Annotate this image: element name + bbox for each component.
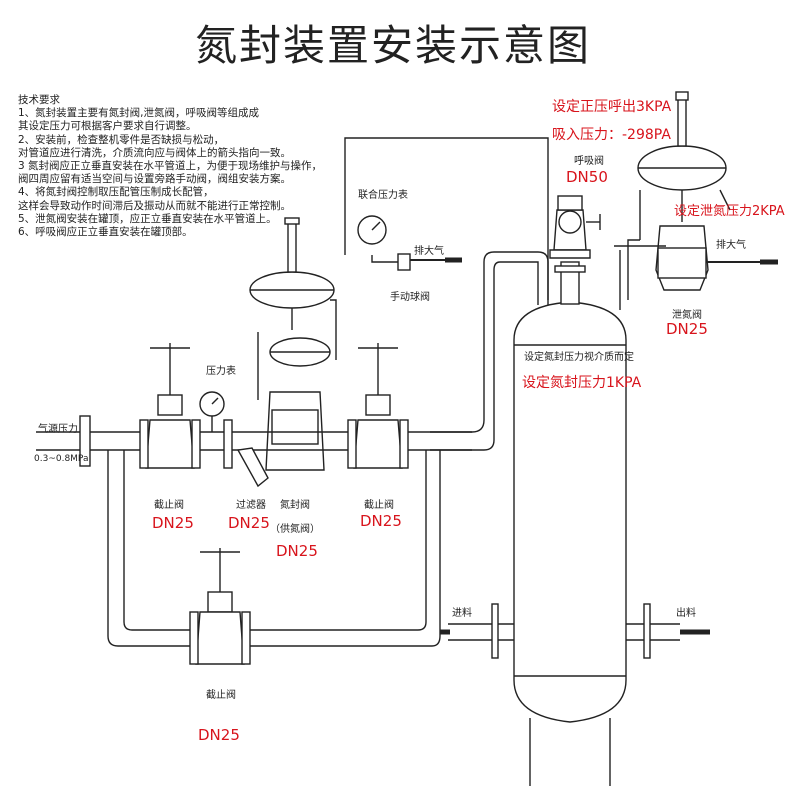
requirement-line: 阀四周应留有适当空间与设置旁路手动阀，阀组安装方案。 xyxy=(18,173,291,186)
vent-left-label: 排大气 xyxy=(414,246,444,257)
bypass-valve-label: 截止阀 xyxy=(206,690,236,701)
requirement-line: 1、氮封装置主要有氮封阀,泄氮阀，呼吸阀等组成成 xyxy=(18,107,260,120)
right-globe-label: 截止阀 xyxy=(364,500,394,511)
right-globe-valve xyxy=(347,343,409,469)
requirement-line: 2、安装前，检查整机零件是否缺损与松动， xyxy=(18,133,225,146)
relief-valve-assembly xyxy=(614,91,778,310)
requirement-line: 4、将氮封阀控制取压配管压制成长配管， xyxy=(18,186,214,199)
requirement-line: 其设定压力可根据客户要求自行调整。 xyxy=(18,120,197,133)
requirement-line: 3 氮封阀应正立垂直安装在水平管道上，为便于现场维护与操作， xyxy=(18,160,323,173)
gauge-top-label: 联合压力表 xyxy=(358,190,408,201)
relief-setting-label: 设定泄氮压力2KPA xyxy=(674,204,785,219)
diagram-title: 氮封装置安装示意图 xyxy=(194,21,591,70)
requirement-line: 5、泄氮阀安装在罐顶，应正立垂直安装在水平管道上。 xyxy=(18,212,277,225)
storage-tank xyxy=(513,301,627,786)
bypass-globe-valve xyxy=(189,548,251,665)
requirements-heading: 技术要求 xyxy=(18,94,60,106)
right-globe-dn: DN25 xyxy=(360,512,402,530)
breather-dn-label: DN50 xyxy=(566,168,608,186)
nitrogen-valve-label: 氮封阀 xyxy=(280,500,310,511)
bypass-dn: DN25 xyxy=(198,726,240,744)
technical-requirements: 技术要求 1、氮封装置主要有氮封阀,泄氮阀，呼吸阀等组成成 其设定压力可根据客户… xyxy=(18,94,322,239)
strainer xyxy=(199,391,269,488)
breather-valve-assembly xyxy=(549,195,601,305)
nitrogen-valve-sub: （供氮阀） xyxy=(270,524,320,535)
tank-top-pipe xyxy=(430,251,549,451)
outlet-label: 出料 xyxy=(676,608,696,619)
breather-pressure-label: 设定正压呼出3KPA xyxy=(552,99,672,115)
tank-setting-label: 设定氮封压力1KPA xyxy=(522,375,642,391)
gas-source-label: 气源压力 xyxy=(38,424,78,435)
relief-valve-label: 泄氮阀 xyxy=(672,310,702,321)
left-globe-valve xyxy=(139,343,201,469)
left-globe-dn: DN25 xyxy=(152,514,194,532)
vent-right-label: 排大气 xyxy=(716,240,746,251)
breather-valve-label: 呼吸阀 xyxy=(574,156,604,167)
bypass-pipe xyxy=(107,450,441,647)
inlet-nozzle xyxy=(440,603,514,659)
ball-valve-label: 手动球阀 xyxy=(390,292,430,303)
tank-note-label: 设定氮封压力视介质而定 xyxy=(524,352,634,363)
breather-vacuum-label: 吸入压力：-298PA xyxy=(552,127,671,143)
relief-dn-label: DN25 xyxy=(666,320,708,338)
requirement-line: 6、呼吸阀应正立垂直安装在罐顶部。 xyxy=(18,226,193,239)
left-globe-label: 截止阀 xyxy=(154,500,184,511)
strainer-dn: DN25 xyxy=(228,514,270,532)
sensing-line xyxy=(344,137,549,300)
requirement-line: 这样会导致动作时间滞后及振动从而就不能进行正常控制。 xyxy=(18,199,291,212)
nitrogen-valve-dn: DN25 xyxy=(276,542,318,560)
gauge-label: 压力表 xyxy=(206,366,236,377)
strainer-label: 过滤器 xyxy=(236,500,266,511)
requirement-line: 对管道应进行清洗，介质流向应与阀体上的箭头指向一致。 xyxy=(18,146,291,159)
gas-range-label: 0.3~0.8MPa xyxy=(34,454,89,464)
outlet-nozzle xyxy=(626,603,710,659)
inlet-label: 进料 xyxy=(452,608,472,619)
